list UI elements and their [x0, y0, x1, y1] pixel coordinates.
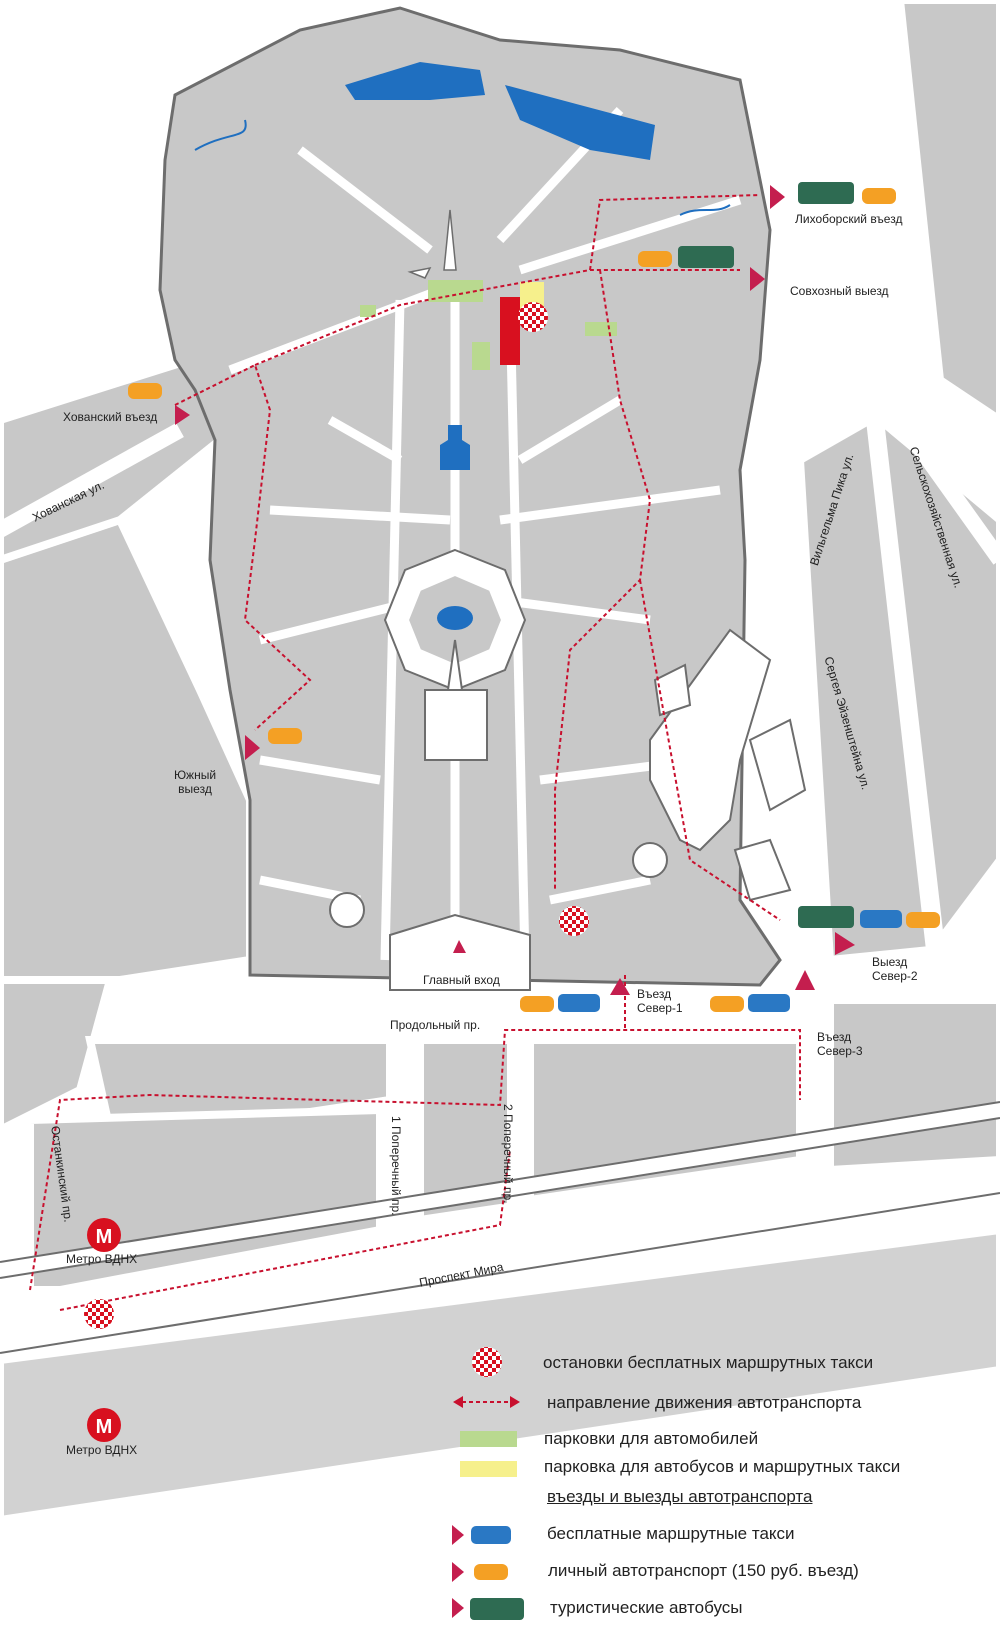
legend-taxi-stop-icon: [472, 1347, 502, 1377]
legend-row-direction: направление движения автотранспорта: [440, 1389, 1000, 1417]
vdnh-territory: [158, 6, 807, 991]
entrance-arrows: [175, 185, 855, 995]
legend-car-parking: [460, 1431, 517, 1447]
legend-row-tourist-buses: туристические автобусы: [440, 1594, 1000, 1622]
fountain-druzhba: [437, 606, 473, 630]
legend-row-free-taxi: бесплатные маршрутные такси: [440, 1520, 1000, 1548]
label-likhoborsky: Лихоборский въезд: [795, 212, 903, 226]
legend-row-private-cars: личный автотранспорт (150 руб. въезд): [440, 1557, 1000, 1585]
legend-entries-header: въезды и выезды автотранспорта: [547, 1487, 813, 1506]
label-sever2: Выезд Север-2: [872, 955, 918, 983]
metro-marker-map: М: [87, 1218, 121, 1252]
rocket-monument: [443, 209, 457, 271]
legend-text-free-taxi: бесплатные маршрутные такси: [547, 1524, 795, 1543]
svg-text:М: М: [96, 1416, 113, 1438]
plane-icon: [407, 266, 432, 279]
taxi-stop-icon: [559, 906, 589, 936]
outer-roads: [0, 415, 1000, 1353]
label-main-entrance: Главный вход: [423, 973, 500, 987]
road-outlines: [0, 1101, 1000, 1354]
street-poperechny1: 1 Поперечный пр.: [389, 1116, 403, 1216]
label-khovansky: Хованский въезд: [63, 410, 158, 424]
traffic-route: [29, 194, 801, 1311]
legend-taxi-icon: [471, 1526, 511, 1544]
hotel-building: [500, 297, 520, 365]
legend-text-taxi-stops: остановки бесплатных маршрутных такси: [543, 1353, 874, 1372]
label-yuzhny: Южный выезд: [173, 768, 217, 796]
legend-text-bus-parking: парковка для автобусов и маршрутных такс…: [544, 1457, 901, 1476]
modern-building: [649, 628, 772, 852]
vehicle-icons: [128, 182, 940, 1012]
legend-car-icon: [474, 1564, 508, 1580]
legend-row-entries-header: въезды и выезды автотранспорта: [440, 1483, 1000, 1511]
legend-bus-parking: [460, 1461, 517, 1477]
taxi-stop-icon: [518, 302, 548, 332]
metro-marker-legend: М: [87, 1408, 121, 1442]
legend-row-taxi-stops: остановки бесплатных маршрутных такси: [440, 1349, 1000, 1377]
fountain-stone-flower: [440, 425, 470, 470]
legend-text-private-cars: личный автотранспорт (150 руб. въезд): [548, 1561, 859, 1580]
metro-label-legend: Метро ВДНХ: [66, 1443, 138, 1457]
car-parking-areas: [360, 280, 617, 370]
ferris-wheel-icon: [329, 892, 365, 928]
legend-text-direction: направление движения автотранспорта: [547, 1393, 862, 1412]
ponds: [194, 62, 731, 216]
label-sovkhozny: Совхозный выезд: [790, 284, 889, 298]
legend-graphics: [452, 1347, 524, 1620]
ferris-wheel-icon: [632, 842, 668, 878]
legend-row-car-parking: парковки для автомобилей: [440, 1425, 1000, 1453]
central-pavilion: [424, 689, 488, 761]
taxi-stops: [84, 302, 589, 1329]
legend-text-car-parking: парковки для автомобилей: [544, 1429, 759, 1448]
legend-bus-icon: [470, 1598, 524, 1620]
metro-label-map: Метро ВДНХ: [66, 1252, 138, 1266]
svg-text:М: М: [96, 1226, 113, 1248]
legend-row-bus-parking: парковка для автобусов и маршрутных такс…: [440, 1453, 1000, 1481]
legend-text-tourist-buses: туристические автобусы: [550, 1598, 743, 1617]
label-sever1: Въезд Север-1: [637, 987, 683, 1015]
taxi-stop-icon: [84, 1299, 114, 1329]
street-poperechny2: 2 Поперечный пр.: [501, 1104, 515, 1204]
label-sever3: Въезд Север-3: [817, 1030, 863, 1058]
street-prodolny: Продольный пр.: [390, 1018, 481, 1032]
